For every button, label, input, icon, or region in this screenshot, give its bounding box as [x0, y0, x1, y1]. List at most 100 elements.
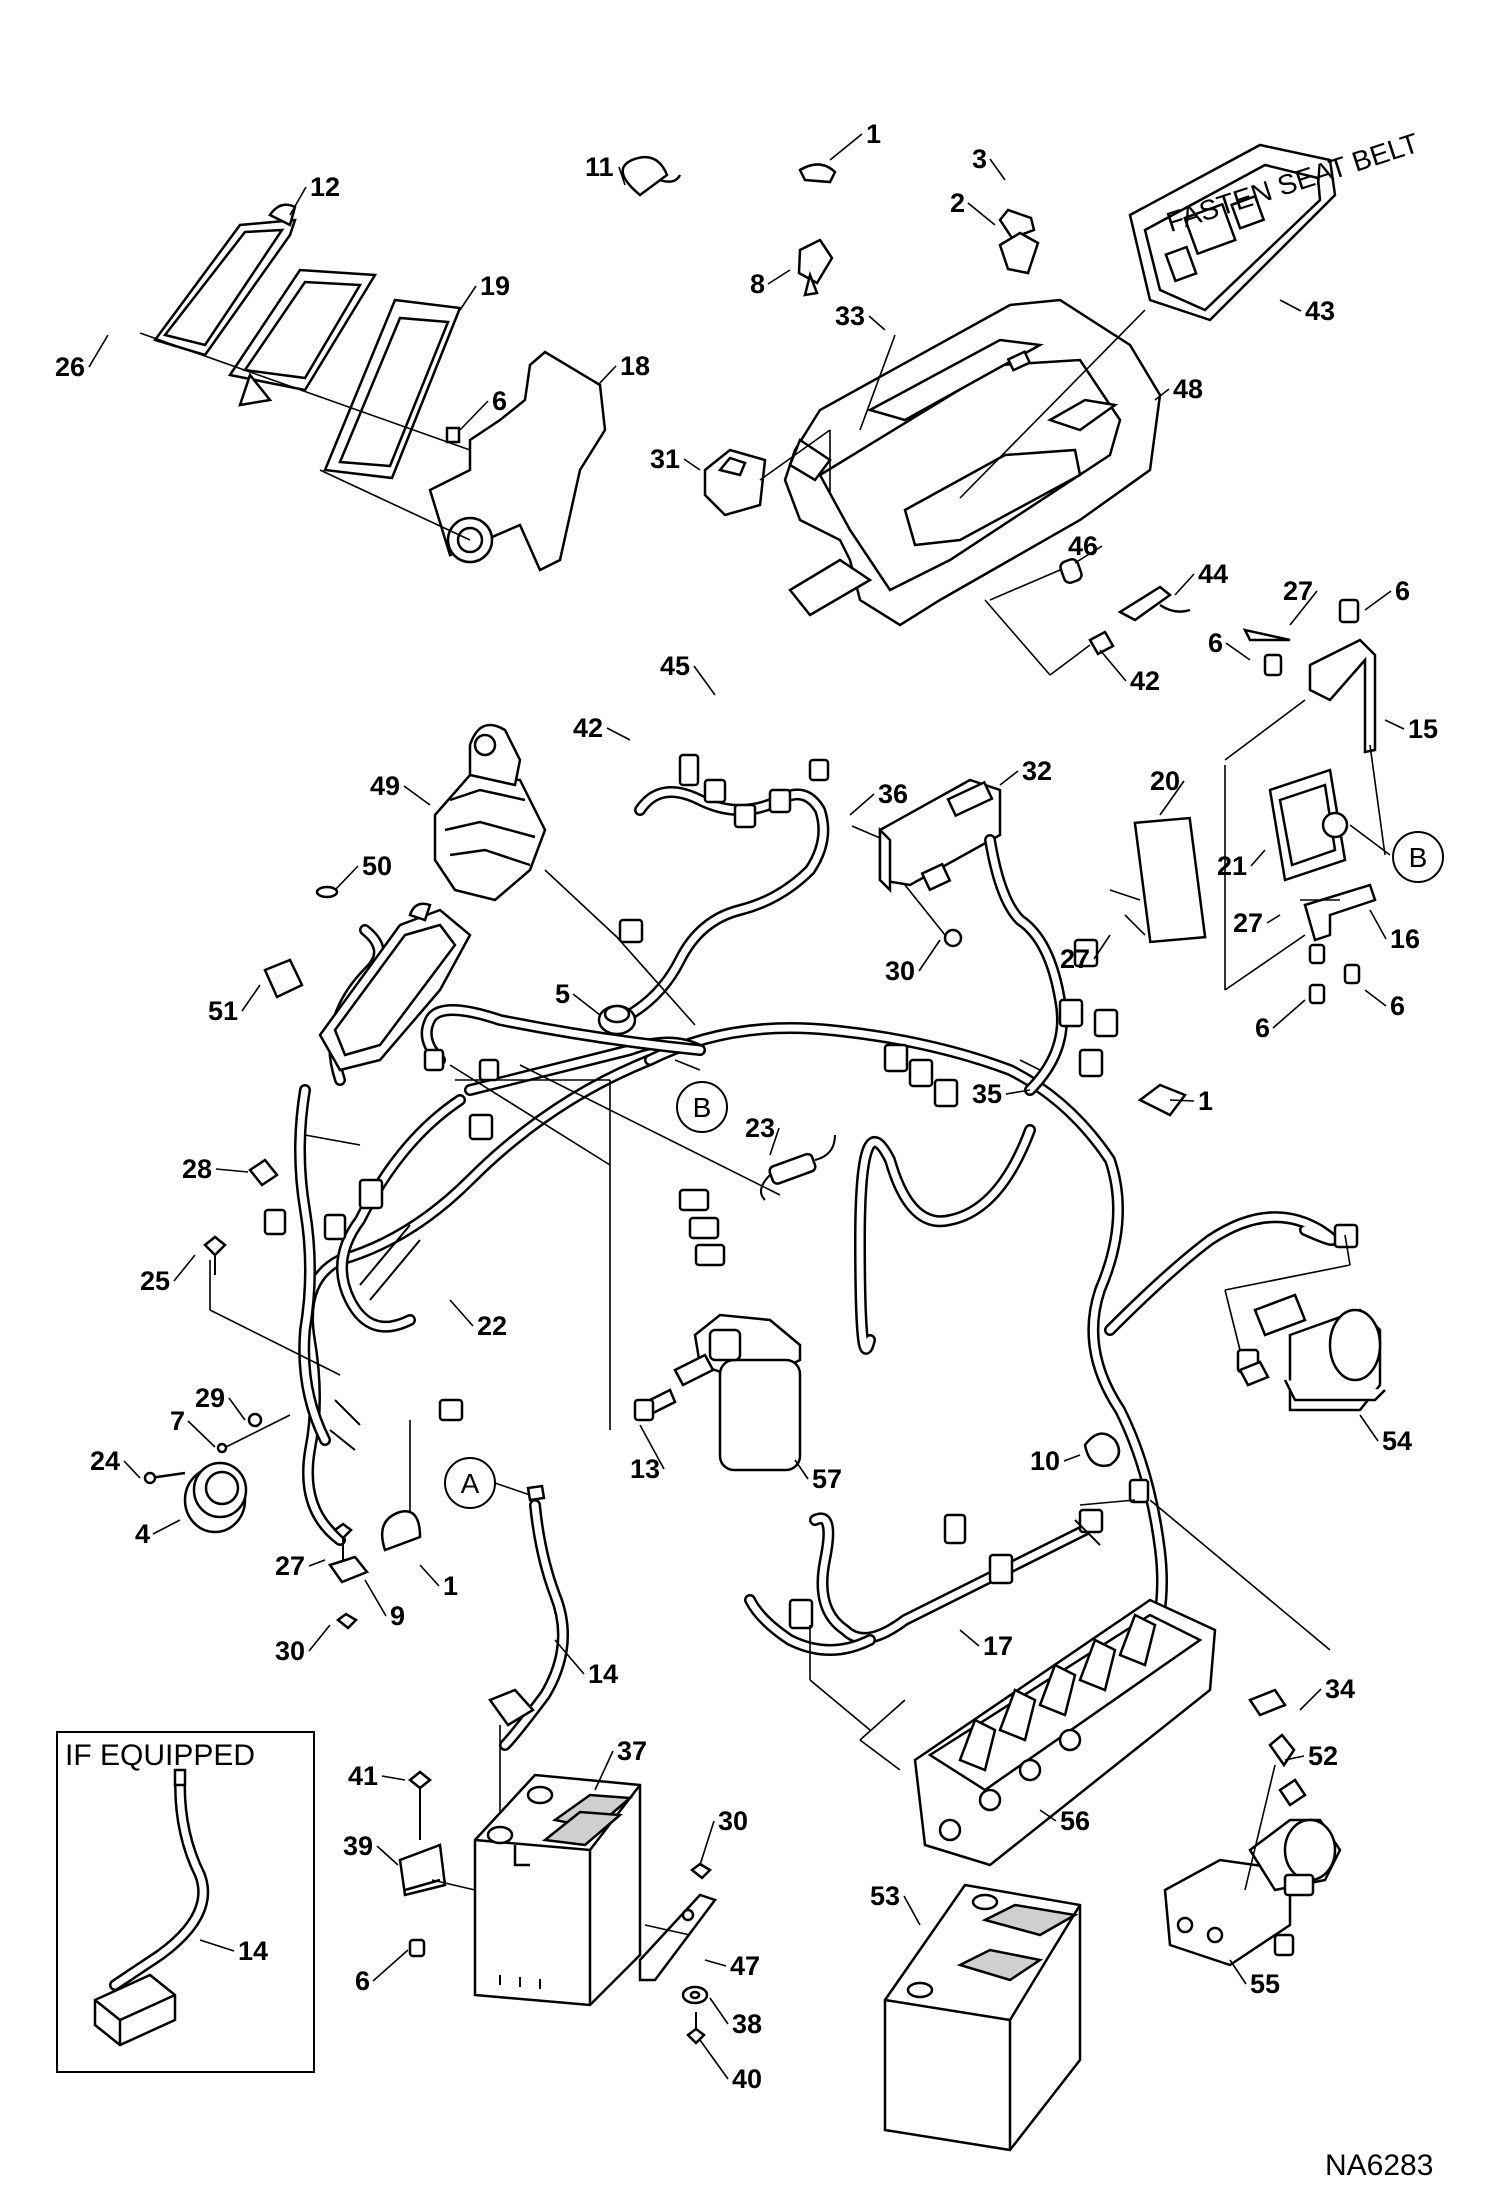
leader-line: [228, 1397, 246, 1421]
leader-line: [606, 727, 631, 741]
part-label-l-52: 52: [1308, 1741, 1338, 1771]
part-label-l-10: 10: [1030, 1446, 1060, 1476]
leader-line: [241, 984, 261, 1012]
console-housing-48: [783, 298, 1162, 627]
leader-line: [1284, 1755, 1305, 1761]
leader-line: [88, 334, 109, 368]
leader-line: [597, 365, 617, 386]
part-label-l-37: 37: [617, 1736, 647, 1766]
part-label-l-27b: 27: [1233, 908, 1263, 938]
part-label-l-29: 29: [195, 1383, 225, 1413]
leader-line: [1225, 642, 1251, 661]
leader-line: [1272, 999, 1306, 1029]
part-label-l-41: 41: [348, 1761, 378, 1791]
part-label-l-30a: 30: [885, 956, 915, 986]
leader-line: [1005, 1089, 1031, 1095]
battery-53: [883, 1883, 1082, 2152]
callout-b-right-text: B: [1409, 842, 1428, 873]
module-bracket-group: [1109, 598, 1391, 1005]
leader-line: [959, 1629, 980, 1647]
part-label-l-50: 50: [362, 851, 392, 881]
leader-line: [1159, 780, 1185, 816]
leader-line: [199, 1939, 235, 1952]
part-label-l-24: 24: [90, 1446, 120, 1476]
leader-line: [618, 166, 626, 186]
leader-line: [967, 202, 996, 226]
leader-line: [1099, 649, 1127, 682]
part-label-l-35: 35: [972, 1079, 1002, 1109]
part-label-l-54: 54: [1382, 1426, 1412, 1456]
leader-line: [767, 269, 791, 285]
leader-line: [1266, 914, 1281, 924]
part-label-l-27a: 27: [1283, 576, 1313, 606]
parts-46-44-42: [984, 558, 1191, 676]
leader-line: [289, 186, 307, 216]
drawing-code: NA6283: [1325, 2149, 1433, 2182]
panel-50-51: [248, 885, 472, 1187]
part-label-l-12: 12: [310, 172, 340, 202]
manifold-55: [1163, 1688, 1342, 1967]
callout-b-mid: [676, 1081, 728, 1133]
leader-line: [709, 1997, 729, 2025]
leader-line: [918, 939, 941, 972]
part-label-l-3: 3: [972, 144, 987, 174]
small-parts-top: [621, 155, 1040, 297]
battery-37: [398, 1770, 718, 2045]
part-label-l-57: 57: [812, 1464, 842, 1494]
leader-line: [1364, 989, 1387, 1007]
part-label-l-34: 34: [1325, 1674, 1355, 1704]
part-label-l-21: 21: [1217, 851, 1247, 881]
part-label-l-2: 2: [950, 188, 965, 218]
callout-b-right: [1392, 831, 1444, 883]
part-label-l-44: 44: [1198, 559, 1228, 589]
part-label-l-23: 23: [745, 1113, 775, 1143]
leader-line: [1364, 590, 1392, 611]
leader-line: [123, 1460, 141, 1479]
horn-group: [143, 1235, 263, 1534]
part-label-l-27c: 27: [1060, 944, 1090, 974]
part-label-l-14b: 14: [238, 1936, 268, 1966]
leader-line: [1174, 573, 1195, 596]
part-label-l-14a: 14: [588, 1659, 618, 1689]
part-label-l-17: 17: [983, 1631, 1013, 1661]
leader-line: [999, 770, 1019, 786]
part-label-l-18: 18: [620, 351, 650, 381]
solenoid-54: [1238, 1293, 1386, 1412]
seat-belt-panel-43: FASTEN SEAT BELT: [1128, 127, 1422, 322]
leader-line: [449, 1299, 474, 1327]
part-label-l-55: 55: [1250, 1969, 1280, 1999]
part-label-l-38: 38: [732, 2009, 762, 2039]
part-label-l-4: 4: [135, 1519, 150, 1549]
leader-line: [364, 1579, 387, 1617]
part-label-l-31: 31: [650, 444, 680, 474]
leader-line: [1093, 934, 1111, 960]
leader-line: [1359, 1414, 1379, 1442]
inset-if-equipped: [56, 1731, 315, 2073]
leader-line: [215, 1168, 249, 1173]
part-label-l-1c: 1: [443, 1571, 458, 1601]
leader-line: [459, 285, 477, 311]
leader-line: [1169, 1099, 1195, 1102]
joystick-49: [433, 723, 621, 941]
leader-line: [334, 865, 359, 891]
part-label-l-20: 20: [1150, 766, 1180, 796]
valve-56: [913, 1598, 1217, 1867]
leader-line: [1289, 590, 1318, 626]
callout-b-mid-text: B: [693, 1092, 712, 1123]
leader-line: [459, 400, 489, 431]
part-label-l-5: 5: [555, 979, 570, 1009]
fuse-23: [760, 1134, 836, 1201]
leader-line: [1299, 1688, 1322, 1711]
leader-line: [1369, 909, 1387, 940]
leader-line: [868, 315, 886, 331]
module-32: [851, 778, 1002, 948]
part-label-l-28: 28: [182, 1154, 212, 1184]
part-label-l-40: 40: [732, 2064, 762, 2094]
leader-line: [308, 1624, 331, 1652]
part-label-l-15: 15: [1408, 714, 1438, 744]
part-label-l-8: 8: [750, 269, 765, 299]
leader-line: [693, 665, 716, 696]
part-label-l-49: 49: [370, 771, 400, 801]
